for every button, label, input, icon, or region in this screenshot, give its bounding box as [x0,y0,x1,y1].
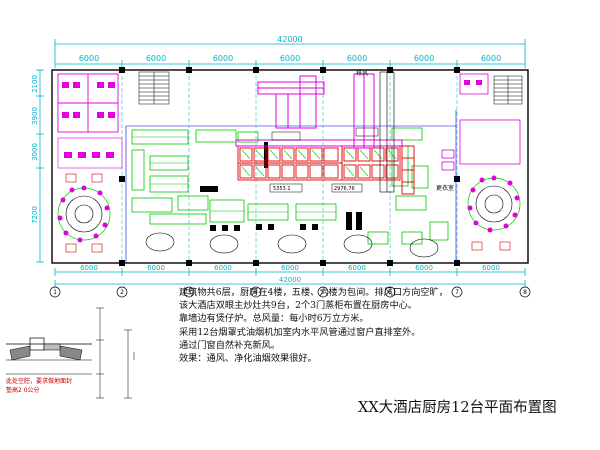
axis-label-7: 7 [455,289,459,296]
axis-bubbles [49,286,531,298]
partition-walls [125,110,457,262]
bay-dim-bottom-1: 6000 [80,264,98,272]
bay-dim-bottom-3: 6000 [214,264,232,272]
bay-dim-top-5: 6000 [347,54,367,63]
design-notes: 建筑物共6层，厨房在4楼，五楼、六楼为包间。排风口方向空旷， 该大酒店双眼主炒灶… [179,286,479,365]
left-dim-2: 3900 [31,107,39,125]
bay-dim-bottom-6: 6000 [415,264,433,272]
axis-label-8: 8 [523,289,527,296]
left-toilet-rooms [57,73,119,133]
toilet-fixtures [62,82,115,158]
axis-label-2: 2 [120,289,124,296]
axis-label-1: 1 [53,289,57,296]
stove-row-right [341,145,415,195]
bay-dim-top-3: 6000 [213,54,233,63]
right-room-fixtures [464,80,482,85]
left-stair [138,71,170,105]
axis-label-5: 5 [321,289,325,296]
detail-note-line-2: 墊高2 0公分 [6,386,40,394]
note-line-5: 通过门窗自然补充新风。 [179,339,281,351]
note-line-6: 效果：通风、净化油烟效果很好。 [179,353,317,365]
bay-dim-bottom-2: 6000 [147,264,165,272]
overall-dimension [54,39,526,60]
kitchen-dim-1: 5353.1 [273,186,291,192]
kitchen-dim-2: 2976.76 [334,186,355,192]
left-dim-4: 7200 [31,206,39,224]
left-round-table [57,187,111,241]
left-dimension-line [36,69,44,263]
overall-dimension-text: 42000 [277,35,302,44]
exhaust-label: 排风 [356,69,368,77]
left-dim-3: 3000 [31,143,39,161]
right-duct [379,71,395,193]
columns [119,67,460,266]
detail-note-line-1: 此处空腔，要求做地面封 [6,378,73,385]
stove-row-left [237,145,343,181]
detail-vertical-dims [96,307,135,399]
bay-dim-top-6: 6000 [414,54,434,63]
bay-dimension-line-bottom [54,268,526,276]
hood-section-detail [6,337,92,375]
hood-labels-boxes [269,127,379,193]
bay-dim-top-4: 6000 [280,54,300,63]
exterior-walls [51,69,529,264]
burner-marks [241,149,397,177]
note-line-2: 该大酒店双眼主炒灶共9台，2个3门蒸柜布置在厨房中心。 [179,300,418,312]
axis-label-6: 6 [388,289,392,296]
left-small-tables [65,173,103,253]
note-line-1: 建筑物共6层，厨房在4楼，五楼、六楼为包间。排风口方向空旷， [179,287,448,298]
right-rooms [441,73,521,171]
exhaust-ducts [235,73,403,149]
axis-label-3: 3 [187,289,191,296]
left-table-chairs [57,185,110,243]
right-room-label: 更衣室 [436,184,454,192]
column-grid [121,70,458,263]
bottom-dining-tables [145,232,439,258]
note-line-4: 采用12台烟罩式油烟机加室内水平风管通过窗户直排室外。 [179,326,421,338]
bay-dim-top-2: 6000 [146,54,166,63]
bottom-overall-dimension-text: 42000 [279,276,301,284]
left-dim-1: 2100 [31,75,39,93]
left-room-outline [57,137,123,169]
note-line-3: 靠墙边有煲仔炉。总风量：每小时6万立方米。 [179,313,369,325]
bay-dim-bottom-4: 6000 [281,264,299,272]
right-small-tables [471,241,511,251]
bay-dim-bottom-7: 6000 [482,264,500,272]
bay-dimension-line-top [54,60,526,68]
bay-dim-top-1: 6000 [79,54,99,63]
axis-label-4: 4 [254,289,258,296]
drawing-title: XX大酒店厨房12台平面布置图 [358,400,557,416]
kitchen-counter-lines [132,136,336,213]
right-stair [493,75,523,105]
bay-dim-top-7: 6000 [481,54,501,63]
detail-note: 此处空腔，要求做地面封 墊高2 0公分 [6,378,72,395]
right-table-chairs [467,175,520,233]
bay-dim-bottom-5: 6000 [348,264,366,272]
